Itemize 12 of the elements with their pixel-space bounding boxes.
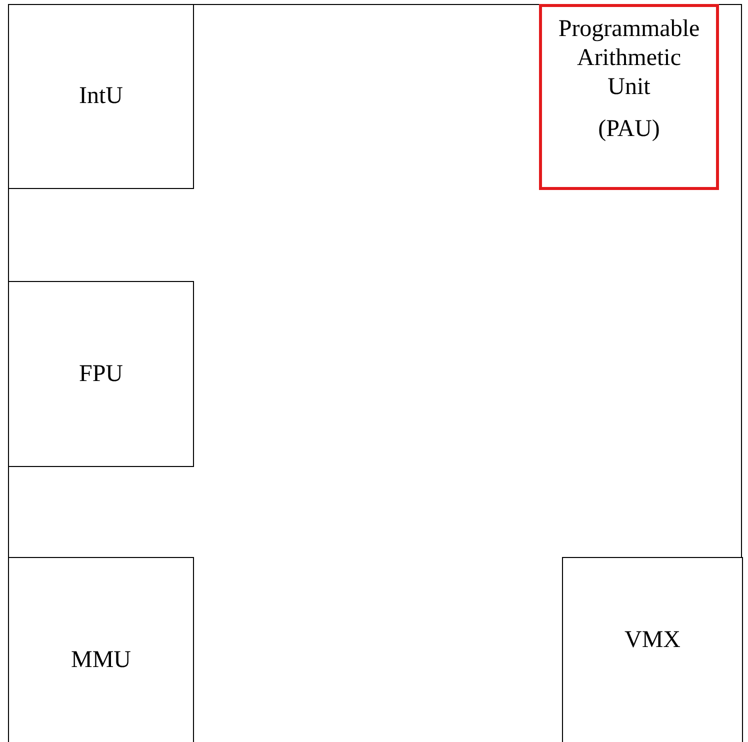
unit-block (562, 557, 743, 742)
unit-block (8, 281, 194, 467)
unit-label: IntU (79, 82, 123, 111)
unit-label: Programmable Arithmetic Unit (557, 15, 701, 102)
unit-block (8, 557, 194, 742)
unit-label: VMX (624, 626, 680, 655)
chip-outline (8, 4, 742, 742)
highlighted-unit-block (539, 4, 719, 190)
unit-label: MMU (70, 646, 131, 675)
unit-label: FPU (78, 360, 124, 388)
unit-block (8, 4, 194, 189)
unit-abbreviation: (PAU) (598, 115, 660, 144)
